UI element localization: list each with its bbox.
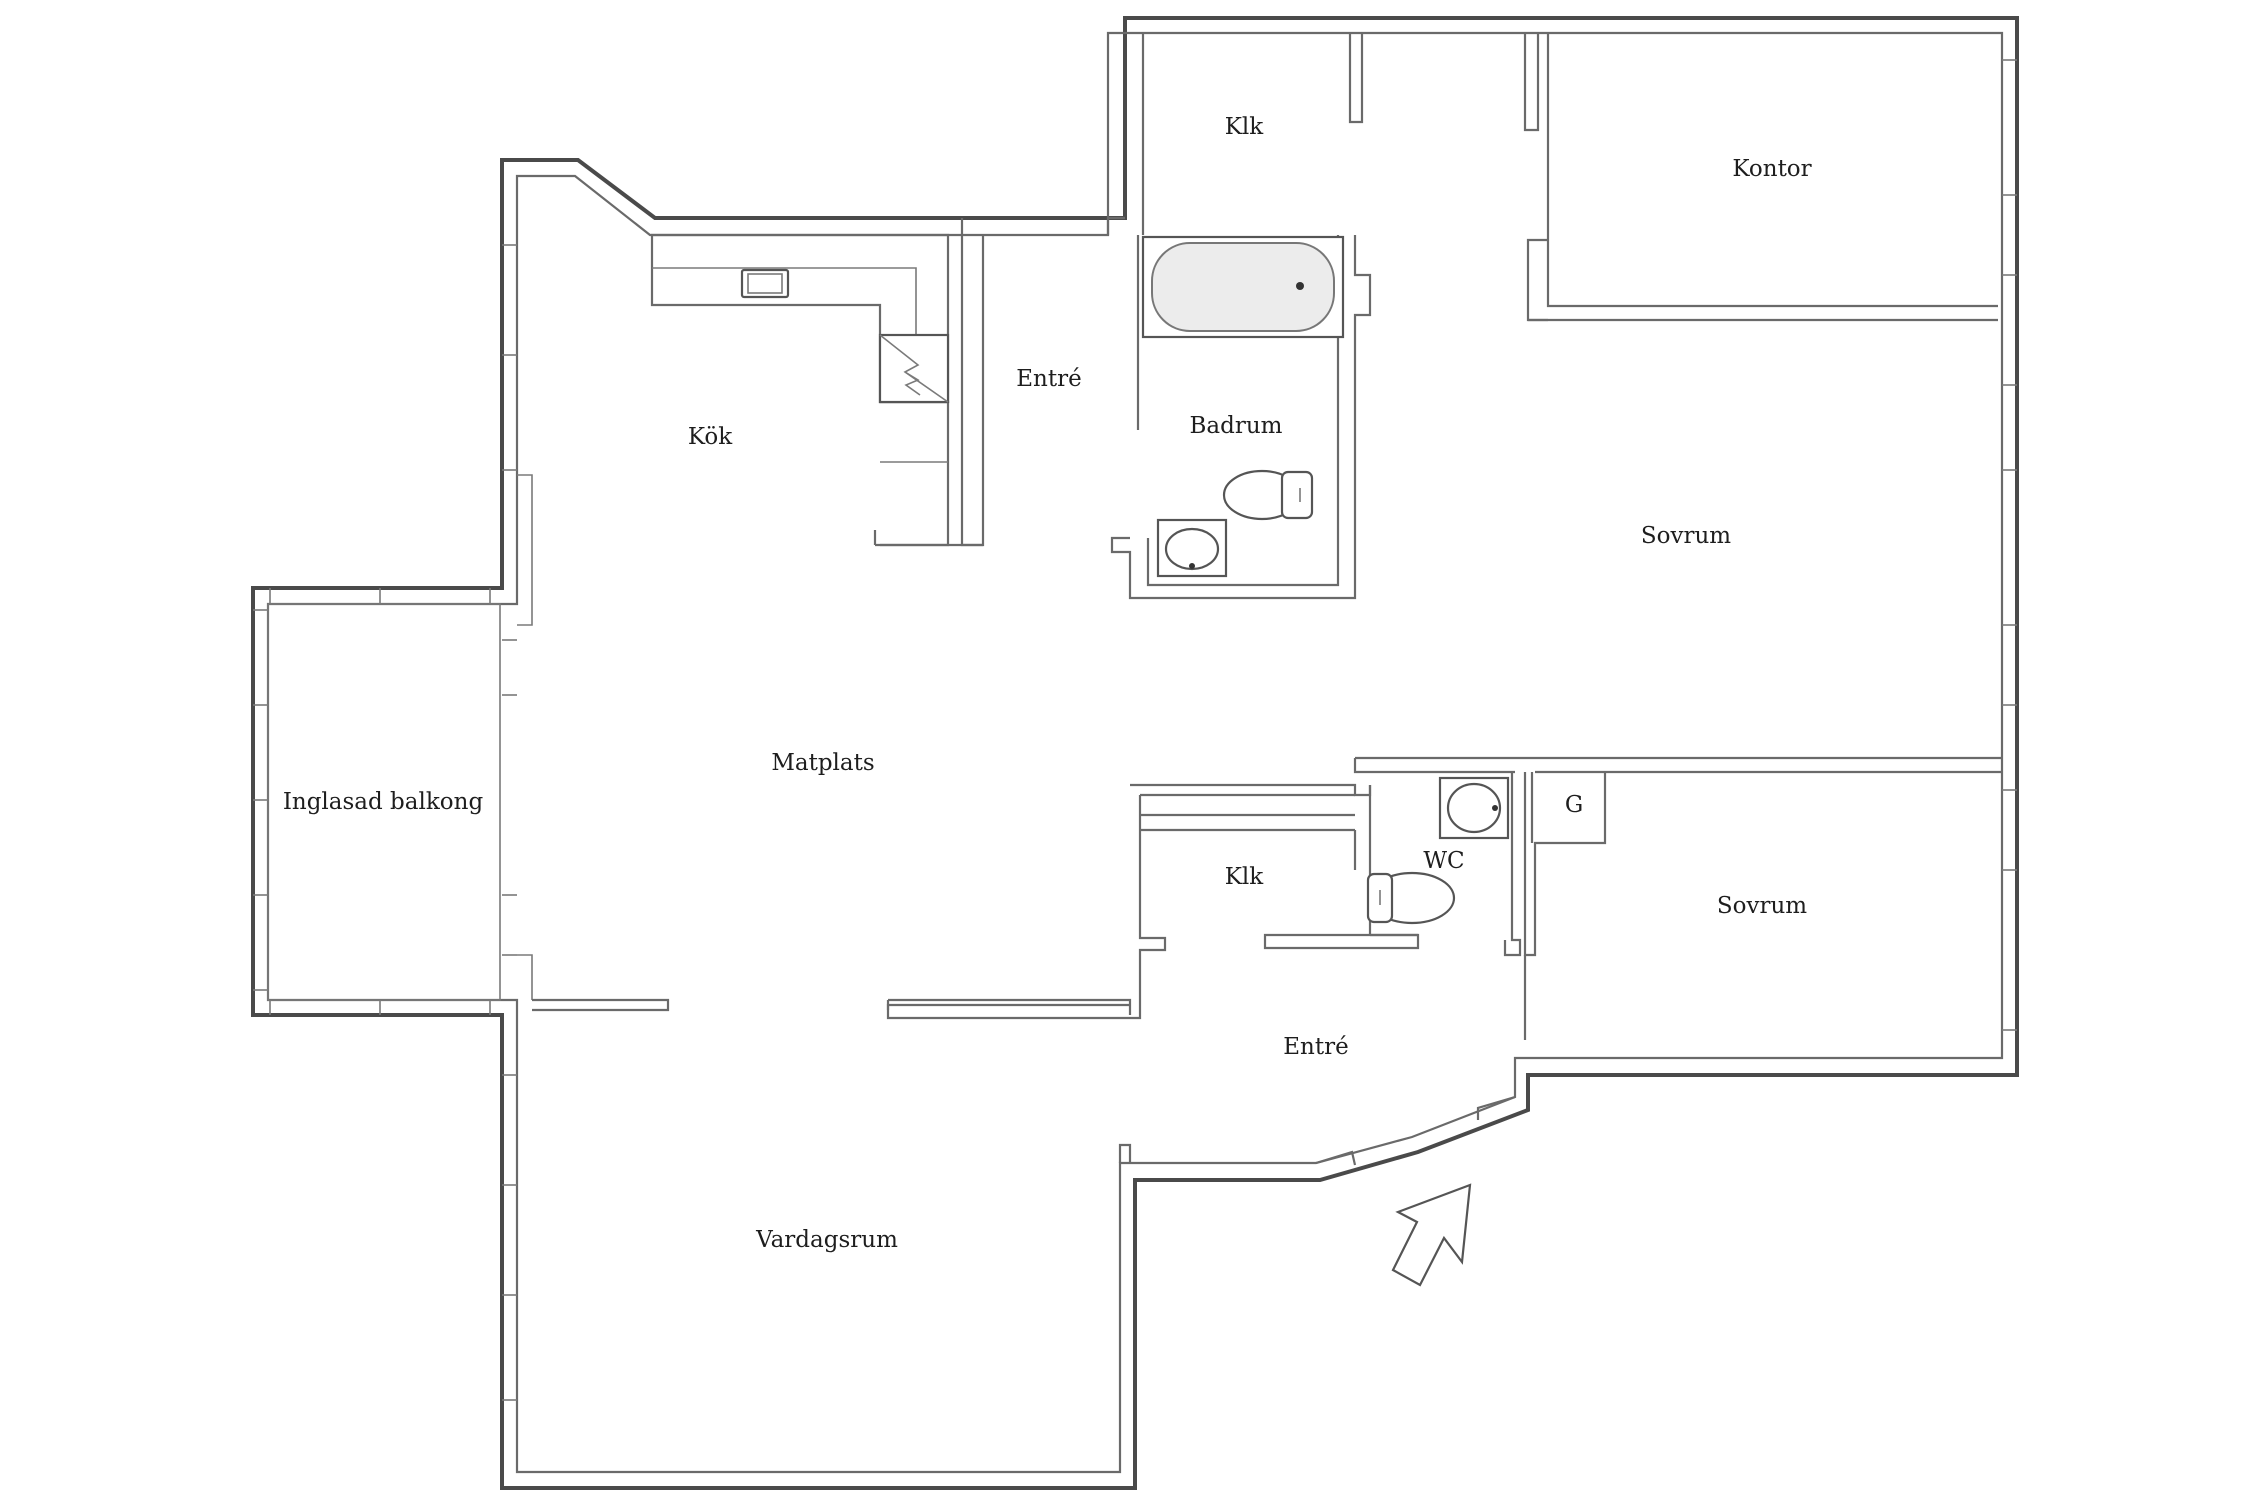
room-label-kontor: Kontor — [1732, 156, 1811, 182]
room-label-sovrum-bottom: Sovrum — [1717, 893, 1807, 919]
room-label-g: G — [1565, 792, 1583, 818]
interior-walls — [532, 33, 2002, 1166]
room-label-klk-bottom: Klk — [1225, 864, 1265, 890]
kitchen-counter — [650, 233, 950, 547]
room-labels: Klk Kontor Entré Kök Badrum Sovrum Ingla… — [283, 114, 1812, 1253]
room-label-klk-top: Klk — [1225, 114, 1265, 140]
wc-toilet-icon — [1366, 871, 1456, 925]
room-label-sovrum-top: Sovrum — [1641, 523, 1731, 549]
room-label-vardagsrum: Vardagsrum — [755, 1227, 898, 1253]
chimney-icon — [878, 333, 950, 404]
room-label-matplats: Matplats — [771, 750, 874, 776]
room-label-wc: WC — [1423, 848, 1464, 874]
room-label-entre-top: Entré — [1016, 366, 1081, 392]
bathtub-icon — [1141, 235, 1345, 339]
kitchen-sink-icon — [740, 268, 790, 299]
entrance-arrow-icon — [1391, 1183, 1472, 1287]
sink-icon — [1156, 518, 1228, 578]
room-label-badrum: Badrum — [1190, 413, 1283, 439]
room-label-inglasad-balkong: Inglasad balkong — [283, 789, 484, 815]
glazed-balcony — [253, 588, 501, 1015]
room-label-kok: Kök — [688, 424, 733, 450]
wc-sink-icon — [1438, 776, 1510, 840]
toilet-icon — [1222, 469, 1314, 521]
room-label-entre-bottom: Entré — [1283, 1034, 1348, 1060]
outer-walls — [251, 16, 2019, 1490]
